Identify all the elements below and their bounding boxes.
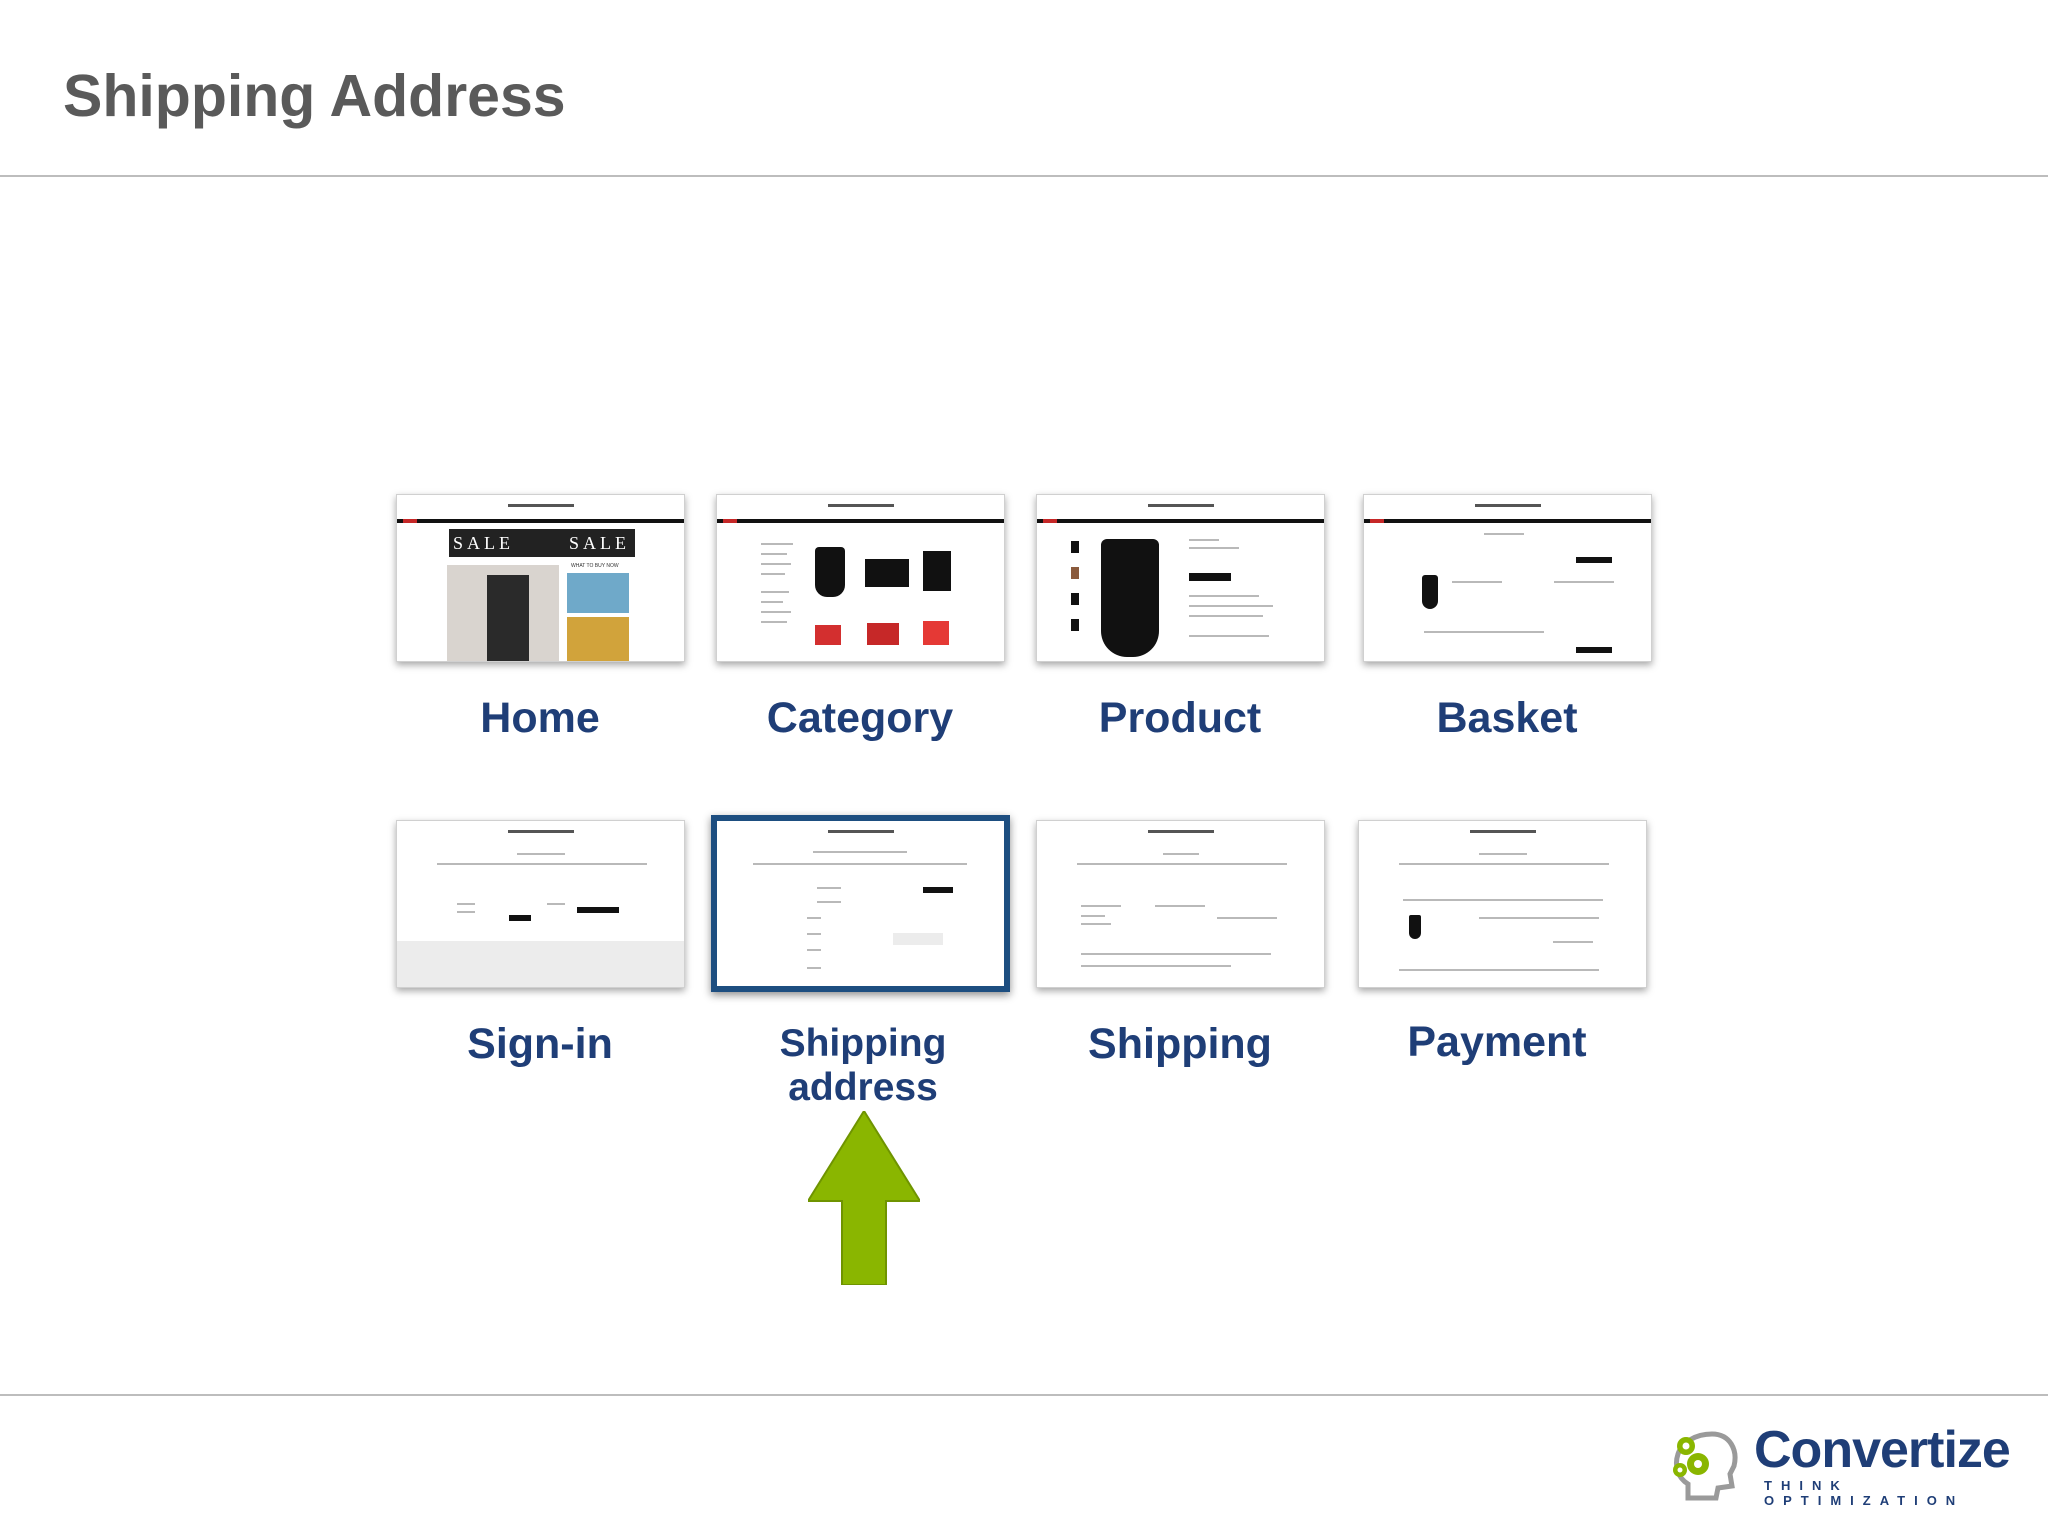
step-label-shipping: Shipping — [1088, 1020, 1272, 1068]
thumbnail-sign-in[interactable] — [396, 820, 685, 988]
thumbnail-product[interactable] — [1036, 494, 1325, 662]
thumbnail-shipping-address[interactable] — [711, 815, 1010, 992]
home-banner-subtitle: WHAT TO BUY NOW — [571, 563, 619, 569]
step-label-home: Home — [480, 694, 600, 742]
step-label-payment: Payment — [1407, 1018, 1587, 1066]
home-sale-banner-left: SALE — [453, 533, 514, 553]
home-sale-banner-right: SALE — [569, 533, 630, 553]
thumbnail-shipping[interactable] — [1036, 820, 1325, 988]
step-label-sign-in: Sign-in — [467, 1020, 613, 1068]
up-arrow-icon — [808, 1111, 920, 1285]
step-label-shipping-address: Shipping address — [779, 1022, 947, 1109]
step-label-basket: Basket — [1436, 694, 1578, 742]
step-label-product: Product — [1098, 694, 1262, 742]
thumbnail-basket[interactable] — [1363, 494, 1652, 662]
step-label-category: Category — [766, 694, 954, 742]
brand-name: Convertize — [1754, 1421, 2011, 1479]
header-divider — [0, 175, 2048, 177]
slide-title: Shipping Address — [63, 63, 566, 129]
thumbnail-home[interactable]: SALE SALE WHAT TO BUY NOW — [396, 494, 685, 662]
thumbnail-payment[interactable] — [1358, 820, 1647, 988]
gears-head-icon — [1673, 1431, 1738, 1501]
brand-tagline: THINK OPTIMIZATION — [1764, 1478, 1965, 1508]
footer-divider — [0, 1394, 2048, 1396]
convertize-logo: Convertize THINK OPTIMIZATION — [1668, 1421, 2020, 1508]
thumbnail-category[interactable] — [716, 494, 1005, 662]
